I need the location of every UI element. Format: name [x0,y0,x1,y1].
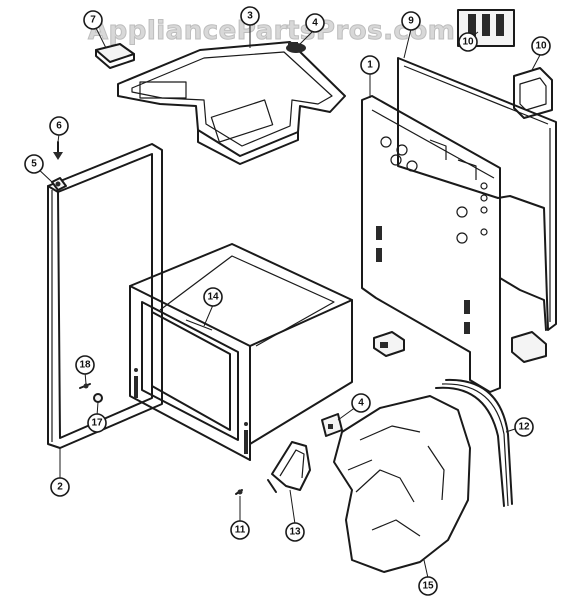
part-side-frame [47,143,163,449]
callout-10-right: 10 [531,36,551,56]
callout-18: 18 [75,355,95,375]
callout-10-top: 10 [458,32,478,52]
part-back-wall [361,95,547,393]
part-front-bracket [321,413,343,437]
callout-11: 11 [230,520,250,540]
part-bottom-screw [235,489,243,495]
callout-4-front: 4 [351,393,371,413]
svg-text:4: 4 [312,18,318,29]
svg-text:14: 14 [207,292,219,303]
callout-4-top: 4 [305,13,325,33]
svg-text:4: 4 [358,398,364,409]
part-back-bracket [373,331,405,357]
svg-text:7: 7 [90,15,96,26]
callout-2: 2 [50,477,70,497]
callout-12: 12 [514,417,534,437]
svg-text:11: 11 [235,525,246,536]
part-screw [53,141,63,160]
svg-text:9: 9 [408,16,414,27]
callout-6: 6 [49,116,69,136]
svg-text:10: 10 [462,37,474,48]
callout-17: 17 [87,413,107,433]
part-top-plate [117,41,346,165]
part-seal-strip [435,378,513,507]
watermark: AppliancePartsPros.com [87,16,456,47]
svg-text:5: 5 [31,159,37,170]
part-right-frame [513,67,553,119]
callout-1: 1 [360,55,380,75]
svg-text:12: 12 [518,422,530,433]
part-insulation [333,395,471,573]
part-hardware-17-18 [79,383,103,403]
callout-9: 9 [401,11,421,31]
svg-text:3: 3 [247,11,253,22]
part-hinge [267,441,311,493]
callout-3: 3 [240,6,260,26]
callout-14: 14 [203,287,223,307]
part-pad [95,43,135,69]
leader-lines [34,24,541,579]
callout-5: 5 [24,154,44,174]
svg-text:2: 2 [57,482,63,493]
svg-text:17: 17 [91,418,103,429]
callout-13: 13 [285,522,305,542]
callout-7: 7 [83,10,103,30]
svg-text:1: 1 [367,60,373,71]
part-rear-panel [397,57,557,331]
svg-text:13: 13 [289,527,301,538]
svg-text:18: 18 [79,360,91,371]
part-small-bracket [286,42,306,53]
svg-text:6: 6 [56,121,62,132]
svg-text:15: 15 [422,581,434,592]
part-clip [51,177,67,191]
svg-text:10: 10 [535,41,547,52]
callout-15: 15 [418,576,438,596]
part-oven-cavity [129,243,353,461]
